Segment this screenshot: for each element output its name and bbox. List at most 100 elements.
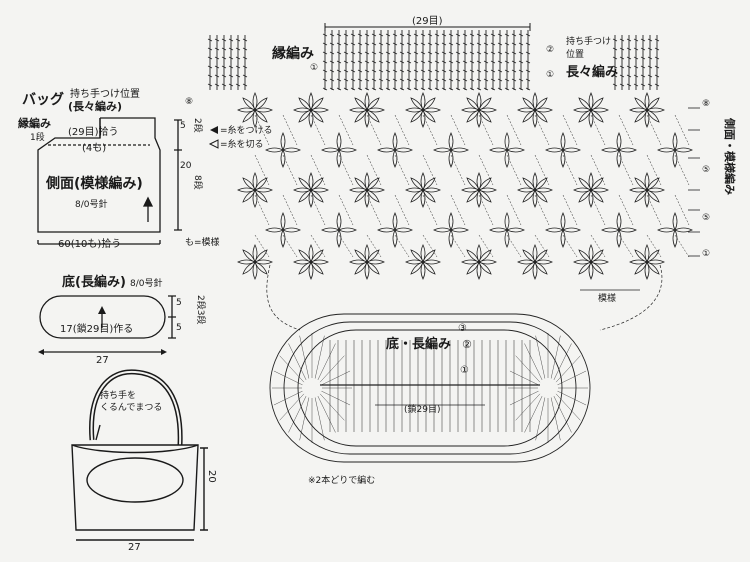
handle-column-right-tick bbox=[640, 83, 646, 87]
row-mark-edge: ① bbox=[310, 63, 318, 73]
chain-mesh bbox=[282, 154, 298, 186]
shell-motif bbox=[590, 249, 604, 263]
shell-motif bbox=[644, 92, 650, 111]
edge-stitch-column-tick bbox=[469, 87, 475, 91]
edge-stitch-column-tick bbox=[406, 69, 412, 73]
shell-motif bbox=[646, 109, 660, 123]
edge-stitch-column-tick bbox=[434, 42, 440, 46]
chain-mesh bbox=[618, 154, 634, 186]
shell-motif bbox=[405, 187, 424, 193]
shell-motif bbox=[366, 261, 380, 275]
handle-column-right-tick bbox=[619, 74, 625, 78]
shell-motif bbox=[534, 97, 548, 111]
shell-motif bbox=[354, 249, 368, 263]
edge-stitch-column-tick bbox=[350, 78, 356, 82]
shell-motif bbox=[354, 177, 368, 191]
edge-stitch-column-tick bbox=[476, 78, 482, 82]
chain-mesh bbox=[646, 234, 662, 258]
shell-motif bbox=[366, 107, 385, 113]
shell-motif bbox=[422, 177, 436, 191]
chain-mesh bbox=[366, 234, 382, 258]
shell-motif bbox=[657, 147, 676, 153]
edge-stitch-column-tick bbox=[406, 78, 412, 82]
shell-motif bbox=[310, 249, 324, 263]
shell-motif bbox=[420, 189, 426, 208]
shell-motif bbox=[478, 107, 497, 113]
shell-motif bbox=[588, 92, 594, 111]
handle-column-right-tick bbox=[612, 56, 618, 60]
edge-stitch-column-tick bbox=[385, 51, 391, 55]
edge-stitch-column-tick bbox=[497, 42, 503, 46]
edge-stitch-column-tick bbox=[427, 87, 433, 91]
edge-stitch-column-tick bbox=[441, 51, 447, 55]
shell-motif bbox=[578, 261, 592, 275]
shell-motif bbox=[560, 212, 566, 231]
edge-stitch-column-tick bbox=[413, 78, 419, 82]
shell-motif bbox=[672, 229, 678, 248]
edge-stitch-column-tick bbox=[329, 42, 335, 46]
shell-motif bbox=[410, 109, 424, 123]
handle-column-left-tick bbox=[228, 74, 234, 78]
edge-stitch-column-tick bbox=[413, 69, 419, 73]
shell-motif bbox=[560, 149, 566, 168]
shell-motif bbox=[254, 109, 268, 123]
shell-motif bbox=[573, 259, 592, 265]
shell-motif bbox=[560, 132, 566, 151]
bottom-end-radial bbox=[319, 355, 345, 383]
handle-column-left-tick bbox=[242, 83, 248, 87]
shell-motif bbox=[545, 147, 564, 153]
edge-stitch-column-tick bbox=[490, 78, 496, 82]
edge-stitch-column-tick bbox=[413, 51, 419, 55]
shell-motif bbox=[578, 177, 592, 191]
edge-stitch-column-tick bbox=[399, 87, 405, 91]
handle-column-left-tick bbox=[221, 47, 227, 51]
shell-motif bbox=[308, 261, 314, 280]
shell-motif bbox=[629, 107, 648, 113]
shell-motif bbox=[590, 187, 609, 193]
shell-motif bbox=[310, 177, 324, 191]
chain-mesh bbox=[338, 154, 354, 186]
shell-motif bbox=[629, 187, 648, 193]
shell-motif bbox=[298, 177, 312, 191]
shell-motif bbox=[601, 227, 620, 233]
shell-motif bbox=[588, 189, 594, 208]
handle-column-left-tick bbox=[221, 83, 227, 87]
edge-stitch-column-tick bbox=[483, 42, 489, 46]
handle-inner bbox=[90, 370, 182, 446]
handle-column-left-tick bbox=[214, 83, 220, 87]
edge-stitch-column-tick bbox=[490, 51, 496, 55]
shell-motif bbox=[532, 109, 538, 128]
bag-width: 27 bbox=[128, 542, 141, 553]
shell-motif bbox=[293, 187, 312, 193]
edge-stitch-column-tick bbox=[322, 78, 328, 82]
handle-column-right-tick bbox=[612, 74, 618, 78]
handle-column-left-tick bbox=[214, 65, 220, 69]
edge-stitch-column-tick bbox=[476, 60, 482, 64]
shell-motif bbox=[466, 261, 480, 275]
shell-motif bbox=[466, 189, 480, 203]
handle-column-left-tick bbox=[242, 65, 248, 69]
shell-motif bbox=[646, 97, 660, 111]
edge-stitch-column-tick bbox=[378, 60, 384, 64]
edge-stitch-column-tick bbox=[371, 60, 377, 64]
edge-stitch-column-tick bbox=[511, 78, 517, 82]
edge-stitch-column-tick bbox=[350, 87, 356, 91]
shell-motif bbox=[506, 227, 525, 233]
shell-motif bbox=[588, 244, 594, 263]
bottom-end-radial bbox=[321, 390, 351, 406]
shell-motif bbox=[522, 177, 536, 191]
shell-motif bbox=[237, 107, 256, 113]
handle-column-right-tick bbox=[640, 47, 646, 51]
top-count-bracket bbox=[324, 23, 531, 31]
bottom-end-radial bbox=[319, 393, 345, 421]
edge-stitch-column-tick bbox=[364, 42, 370, 46]
edge-stitch-column-tick bbox=[427, 78, 433, 82]
bottom-oval-schematic bbox=[39, 295, 176, 353]
handle-column-right-tick bbox=[619, 65, 625, 69]
edge-stitch-column-tick bbox=[434, 78, 440, 82]
handle-column-left-tick bbox=[235, 56, 241, 60]
handle-column-right-tick bbox=[619, 47, 625, 51]
bottom-end-radial bbox=[535, 335, 546, 379]
handle-column-right-tick bbox=[612, 83, 618, 87]
edge-stitch-column-tick bbox=[483, 51, 489, 55]
